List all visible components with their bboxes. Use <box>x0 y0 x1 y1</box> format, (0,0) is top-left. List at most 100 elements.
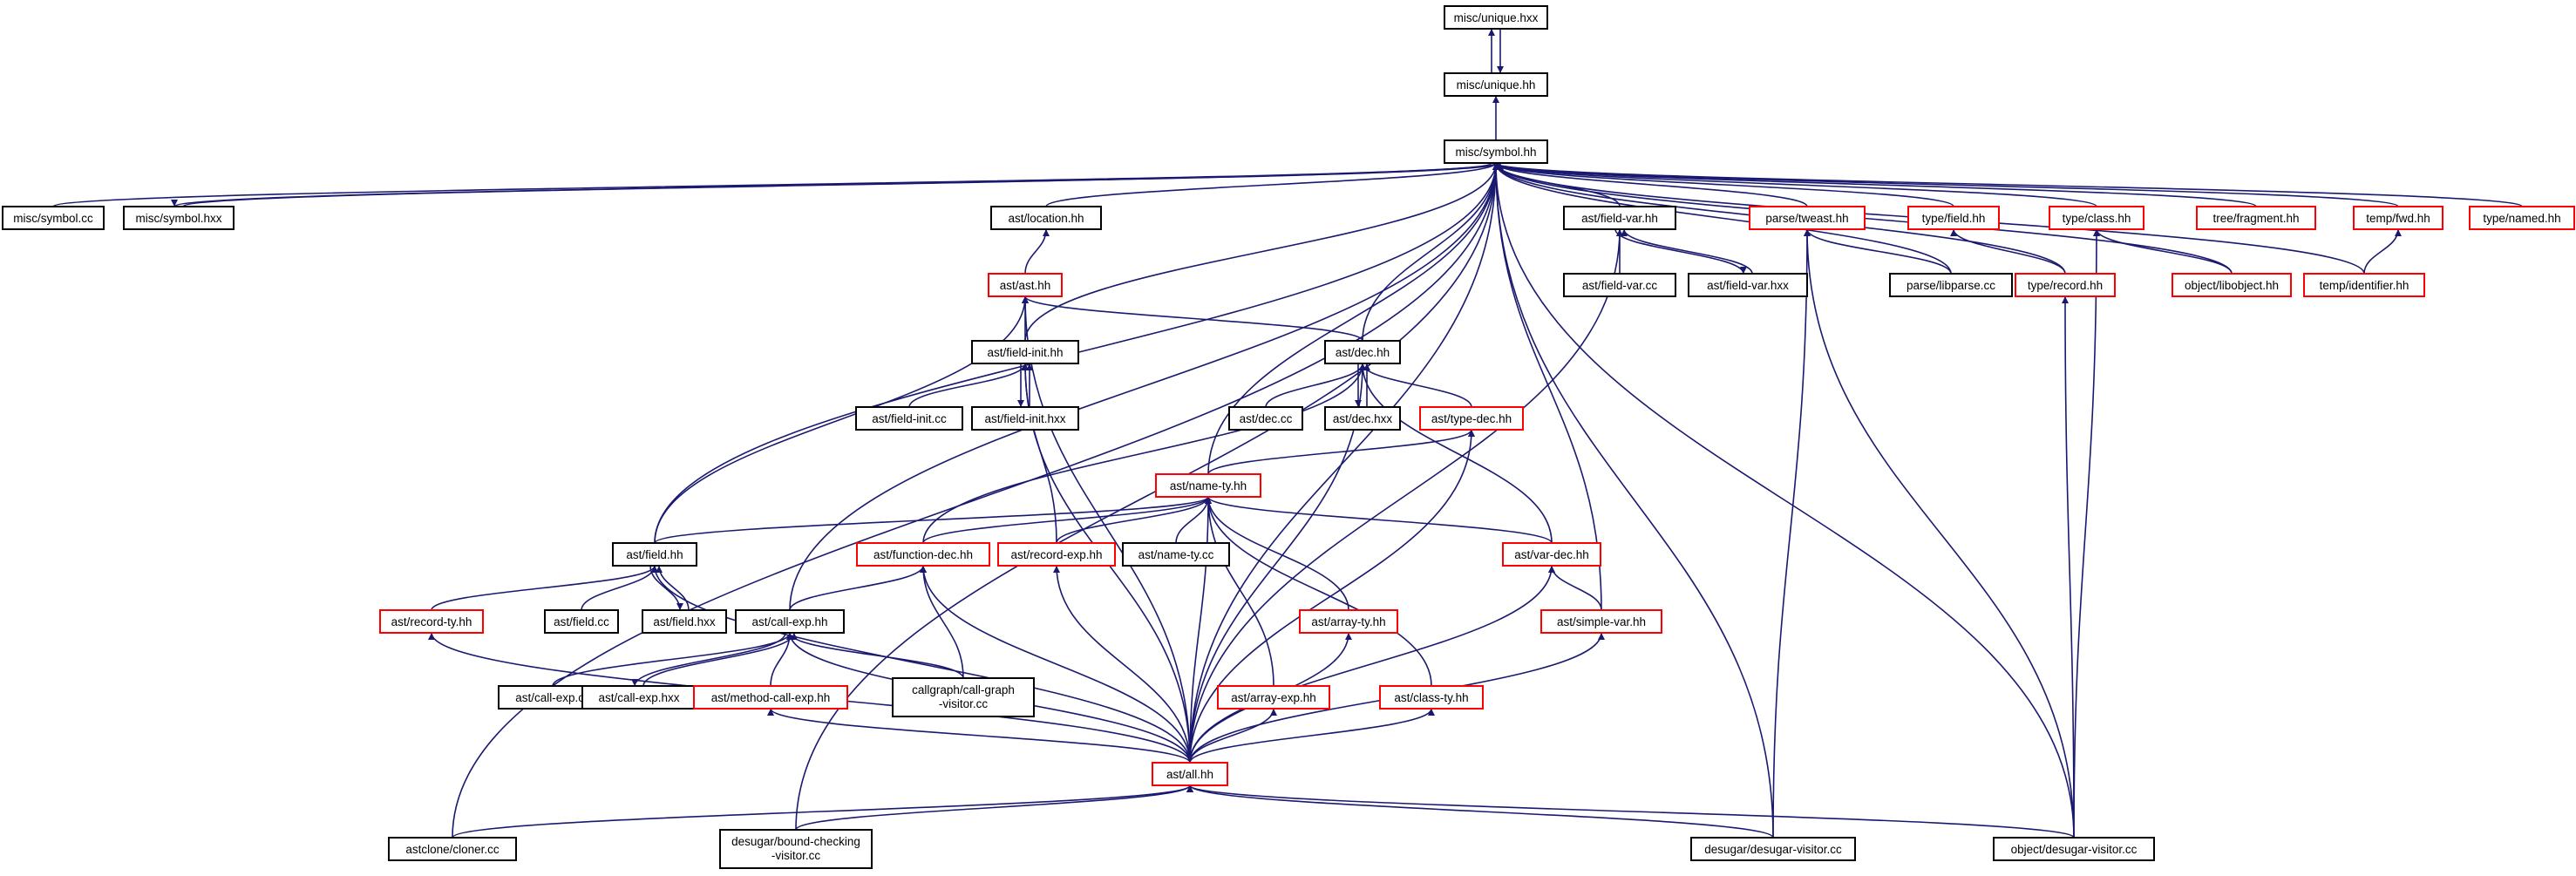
node-record-exp-hh[interactable]: ast/record-exp.hh <box>997 542 1116 567</box>
edge-tweast_hh-to-symbol_hh <box>1492 162 1808 207</box>
node-unique-hxx[interactable]: misc/unique.hxx <box>1444 5 1548 30</box>
node-box[interactable] <box>971 340 1079 364</box>
node-cloner-cc[interactable]: astclone/cloner.cc <box>388 837 517 861</box>
node-class-ty-hh[interactable]: ast/class-ty.hh <box>1379 685 1484 710</box>
node-box[interactable] <box>1444 72 1548 97</box>
node-type-record-hh[interactable]: type/record.hh <box>2015 273 2116 297</box>
node-method-call-exp-hh[interactable]: ast/method-call-exp.hh <box>693 685 848 710</box>
node-type-named-hh[interactable]: type/named.hh <box>2469 206 2575 230</box>
node-call-exp-hxx[interactable]: ast/call-exp.hxx <box>581 685 697 710</box>
node-box[interactable] <box>1749 206 1866 230</box>
node-all-hh[interactable]: ast/all.hh <box>1152 762 1228 786</box>
node-call-exp-hh[interactable]: ast/call-exp.hh <box>735 609 845 634</box>
node-object-desugar-visitor-cc[interactable]: object/desugar-visitor.cc <box>1993 837 2155 861</box>
node-box[interactable] <box>1299 609 1398 634</box>
node-field-var-cc[interactable]: ast/field-var.cc <box>1563 273 1676 297</box>
node-box[interactable] <box>856 542 990 567</box>
node-box[interactable] <box>719 829 873 869</box>
node-array-ty-hh[interactable]: ast/array-ty.hh <box>1299 609 1398 634</box>
node-libobject-hh[interactable]: object/libobject.hh <box>2172 273 2292 297</box>
node-box[interactable] <box>123 206 234 230</box>
node-location-hh[interactable]: ast/location.hh <box>990 206 1102 230</box>
node-box[interactable] <box>1217 685 1330 710</box>
node-desugar-visitor-cc[interactable]: desugar/desugar-visitor.cc <box>1690 837 1856 861</box>
node-temp-identifier-hh[interactable]: temp/identifier.hh <box>2303 273 2425 297</box>
node-box[interactable] <box>2049 206 2144 230</box>
node-libparse-cc[interactable]: parse/libparse.cc <box>1889 273 2013 297</box>
node-box[interactable] <box>1444 139 1548 164</box>
node-dec-cc[interactable]: ast/dec.cc <box>1228 406 1303 431</box>
node-box[interactable] <box>581 685 697 710</box>
node-box[interactable] <box>988 273 1063 297</box>
node-function-dec-hh[interactable]: ast/function-dec.hh <box>856 542 990 567</box>
node-tree-fragment-hh[interactable]: tree/fragment.hh <box>2196 206 2316 230</box>
node-tweast-hh[interactable]: parse/tweast.hh <box>1749 206 1866 230</box>
node-box[interactable] <box>997 542 1116 567</box>
node-box[interactable] <box>2196 206 2316 230</box>
node-box[interactable] <box>1540 609 1662 634</box>
node-field-init-hxx[interactable]: ast/field-init.hxx <box>971 406 1079 431</box>
node-box[interactable] <box>2353 206 2443 230</box>
node-symbol-hh[interactable]: misc/symbol.hh <box>1444 139 1548 164</box>
node-type-dec-hh[interactable]: ast/type-dec.hh <box>1419 406 1524 431</box>
node-box[interactable] <box>1324 406 1401 431</box>
node-box[interactable] <box>892 677 1035 717</box>
node-box[interactable] <box>2 206 105 230</box>
node-field-hh[interactable]: ast/field.hh <box>612 542 697 567</box>
node-var-dec-hh[interactable]: ast/var-dec.hh <box>1502 542 1601 567</box>
node-field-hxx[interactable]: ast/field.hxx <box>642 609 727 634</box>
node-box[interactable] <box>735 609 845 634</box>
node-box[interactable] <box>1563 273 1676 297</box>
node-name-ty-cc[interactable]: ast/name-ty.cc <box>1122 542 1230 567</box>
node-box[interactable] <box>1379 685 1484 710</box>
node-box[interactable] <box>2303 273 2425 297</box>
node-type-class-hh[interactable]: type/class.hh <box>2049 206 2144 230</box>
node-box[interactable] <box>693 685 848 710</box>
node-field-init-cc[interactable]: ast/field-init.cc <box>855 406 963 431</box>
node-temp-fwd-hh[interactable]: temp/fwd.hh <box>2353 206 2443 230</box>
edge-type_field_hh-to-symbol_hh <box>1492 162 1954 207</box>
node-box[interactable] <box>971 406 1079 431</box>
node-box[interactable] <box>379 609 484 634</box>
node-box[interactable] <box>1502 542 1601 567</box>
node-box[interactable] <box>642 609 727 634</box>
node-simple-var-hh[interactable]: ast/simple-var.hh <box>1540 609 1662 634</box>
node-unique-hh[interactable]: misc/unique.hh <box>1444 72 1548 97</box>
node-box[interactable] <box>1907 206 2000 230</box>
node-ast-hh[interactable]: ast/ast.hh <box>988 273 1063 297</box>
node-box[interactable] <box>2015 273 2116 297</box>
node-box[interactable] <box>1228 406 1303 431</box>
node-field-init-hh[interactable]: ast/field-init.hh <box>971 340 1079 364</box>
node-call-graph-visitor-cc[interactable]: callgraph/call-graph-visitor.cc <box>892 677 1035 717</box>
node-field-var-hh[interactable]: ast/field-var.hh <box>1563 206 1676 230</box>
node-box[interactable] <box>1690 837 1856 861</box>
node-box[interactable] <box>1444 5 1548 30</box>
node-field-cc[interactable]: ast/field.cc <box>544 609 619 634</box>
node-box[interactable] <box>612 542 697 567</box>
node-box[interactable] <box>544 609 619 634</box>
node-box[interactable] <box>855 406 963 431</box>
node-dec-hxx[interactable]: ast/dec.hxx <box>1324 406 1401 431</box>
node-symbol-cc[interactable]: misc/symbol.cc <box>2 206 105 230</box>
node-symbol-hxx[interactable]: misc/symbol.hxx <box>123 206 234 230</box>
node-box[interactable] <box>1993 837 2155 861</box>
node-box[interactable] <box>1563 206 1676 230</box>
node-box[interactable] <box>1688 273 1808 297</box>
node-box[interactable] <box>1155 473 1261 498</box>
node-bound-checking-visitor-cc[interactable]: desugar/bound-checking-visitor.cc <box>719 829 873 869</box>
node-box[interactable] <box>1324 340 1401 364</box>
node-name-ty-hh[interactable]: ast/name-ty.hh <box>1155 473 1261 498</box>
node-box[interactable] <box>1152 762 1228 786</box>
node-box[interactable] <box>990 206 1102 230</box>
node-array-exp-hh[interactable]: ast/array-exp.hh <box>1217 685 1330 710</box>
node-type-field-hh[interactable]: type/field.hh <box>1907 206 2000 230</box>
node-box[interactable] <box>1419 406 1524 431</box>
node-box[interactable] <box>388 837 517 861</box>
node-box[interactable] <box>1889 273 2013 297</box>
node-box[interactable] <box>2172 273 2292 297</box>
node-dec-hh[interactable]: ast/dec.hh <box>1324 340 1401 364</box>
node-box[interactable] <box>1122 542 1230 567</box>
node-record-ty-hh[interactable]: ast/record-ty.hh <box>379 609 484 634</box>
node-box[interactable] <box>2469 206 2575 230</box>
node-field-var-hxx[interactable]: ast/field-var.hxx <box>1688 273 1808 297</box>
